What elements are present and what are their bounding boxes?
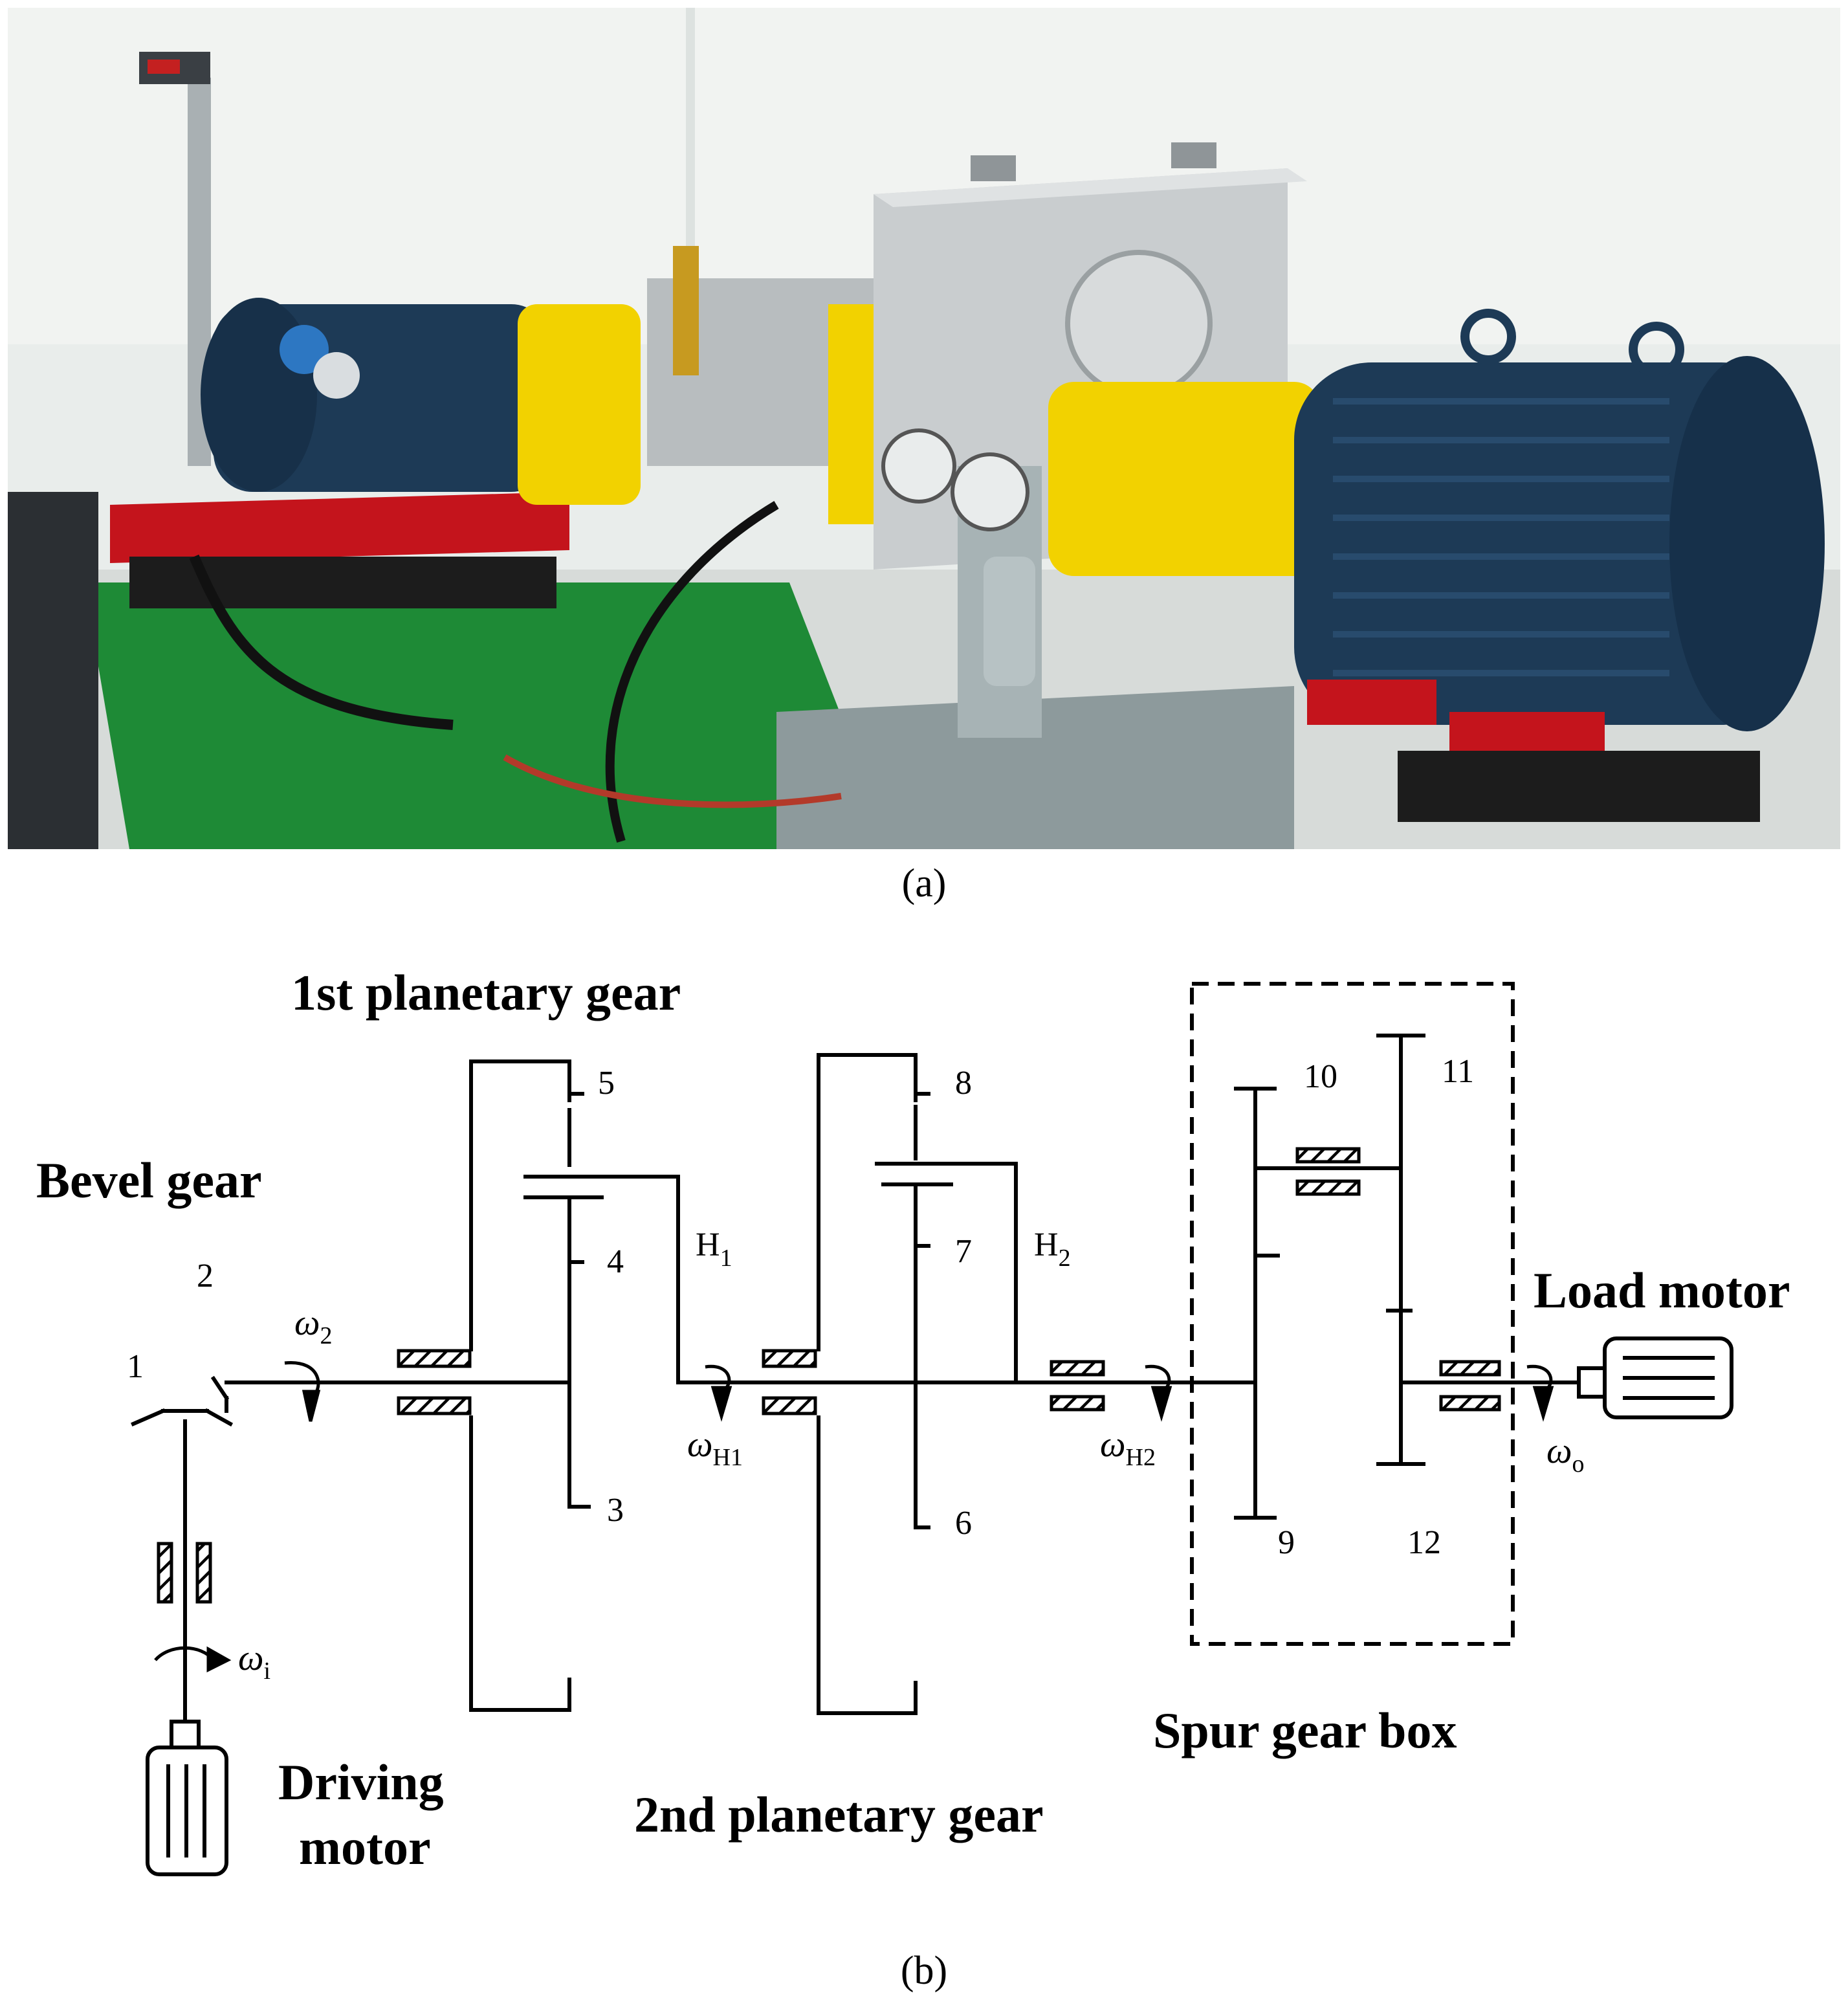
test-rig-photo — [8, 8, 1840, 849]
carrier-h1-label: H1 — [696, 1226, 732, 1272]
gear-number-12: 12 — [1407, 1524, 1441, 1561]
spur-gear-box-frame — [1190, 982, 1515, 1646]
gear-number-2: 2 — [197, 1258, 214, 1294]
gear-number-11: 11 — [1442, 1053, 1474, 1090]
carrier-h2-label: H2 — [1034, 1226, 1071, 1272]
label-load-motor: Load motor — [1534, 1262, 1790, 1318]
panel-b-caption: (b) — [900, 1949, 948, 1993]
gear-number-3: 3 — [607, 1492, 624, 1529]
gear-number-1: 1 — [127, 1348, 144, 1385]
load-motor-icon — [1577, 1336, 1733, 1419]
speed-omega-h2: ωH2 — [1100, 1425, 1156, 1471]
label-driving-motor-line2: motor — [299, 1819, 431, 1875]
label-bevel-gear: Bevel gear — [36, 1152, 262, 1208]
label-spur-gear-box: Spur gear box — [1153, 1702, 1457, 1758]
gear-number-8: 8 — [955, 1065, 972, 1102]
gear-number-9: 9 — [1278, 1524, 1295, 1561]
label-second-planetary: 2nd planetary gear — [634, 1786, 1044, 1843]
gear-number-7: 7 — [955, 1233, 972, 1270]
label-first-planetary: 1st planetary gear — [291, 964, 681, 1021]
speed-omega-o: ωo — [1546, 1431, 1585, 1478]
gear-number-4: 4 — [607, 1243, 624, 1280]
speed-omega-h1: ωH1 — [687, 1425, 743, 1471]
driving-motor-icon — [146, 1720, 228, 1876]
gear-number-10: 10 — [1304, 1058, 1337, 1095]
label-driving-motor-line1: Driving — [278, 1754, 444, 1810]
speed-omega-2: ω2 — [294, 1303, 333, 1349]
gear-number-6: 6 — [955, 1505, 972, 1542]
speed-omega-i: ωi — [238, 1638, 270, 1685]
panel-a-caption: (a) — [901, 861, 947, 905]
gear-number-5: 5 — [598, 1065, 615, 1102]
